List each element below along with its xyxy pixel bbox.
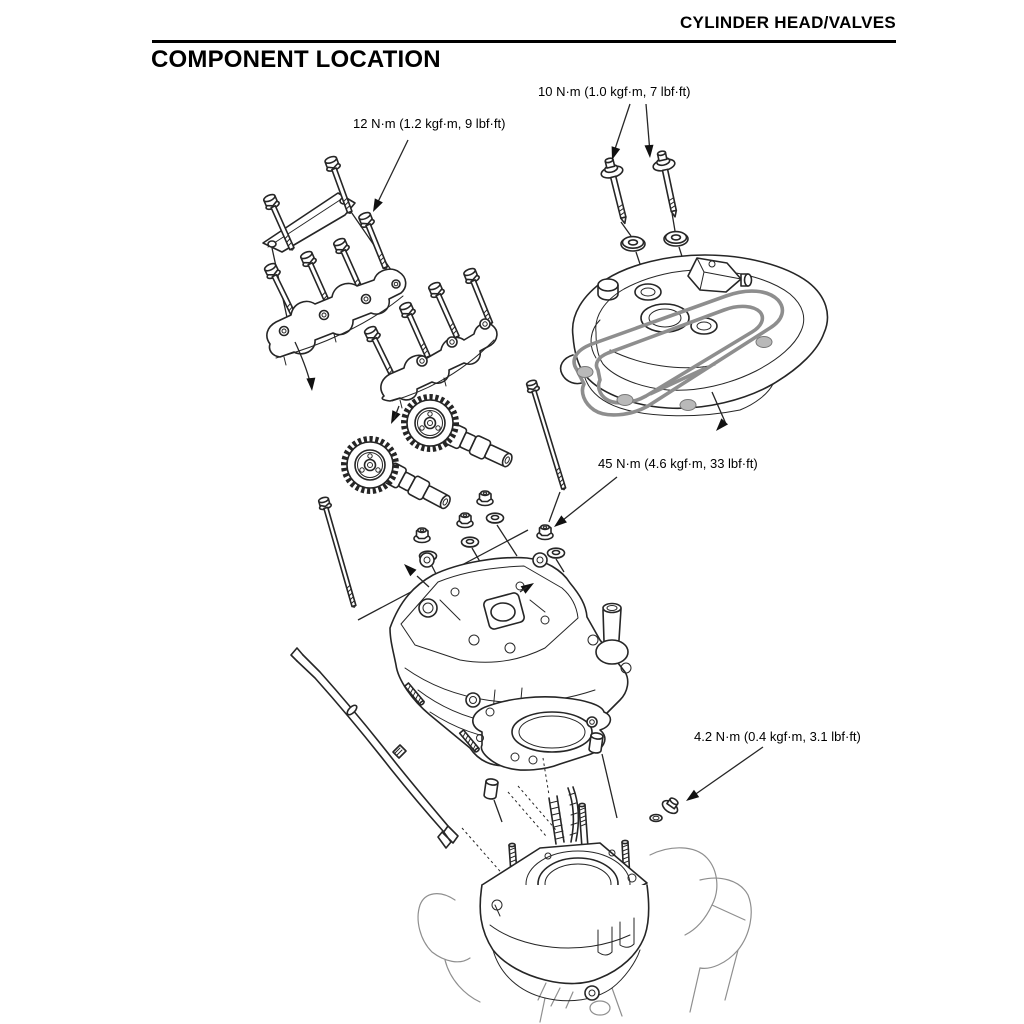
head-nuts-washers bbox=[413, 490, 566, 599]
cylinder-head-cover-assembly bbox=[559, 148, 829, 435]
cylinder-block bbox=[417, 757, 752, 1023]
torque-callout-head-nuts: 45 N·m (4.6 kgf·m, 33 lbf·ft) bbox=[598, 456, 758, 471]
leader-arrows bbox=[368, 103, 764, 805]
camshafts bbox=[344, 397, 517, 515]
camshaft-holder-a bbox=[266, 268, 407, 366]
torque-callout-holder-bolts: 12 N·m (1.2 kgf·m, 9 lbf·ft) bbox=[353, 116, 506, 131]
header-rule bbox=[152, 40, 896, 43]
water-pipe bbox=[587, 602, 632, 674]
cam-chain bbox=[507, 757, 580, 845]
camshaft-holder-b bbox=[380, 318, 498, 409]
sealing-bolt-washer bbox=[649, 797, 679, 823]
head-cover-gasket bbox=[572, 289, 785, 417]
torque-callout-head-cover-bolts: 10 N·m (1.0 kgf·m, 7 lbf·ft) bbox=[538, 84, 691, 99]
head-gasket bbox=[472, 696, 618, 823]
page-header: CYLINDER HEAD/VALVES bbox=[679, 13, 896, 32]
breather-fitting bbox=[687, 257, 753, 293]
camshaft-holder-assembly bbox=[261, 154, 499, 409]
cam-chain-guide-blade bbox=[290, 647, 507, 879]
section-title: COMPONENT LOCATION bbox=[151, 46, 441, 73]
torque-callout-sealing-bolt: 4.2 N·m (0.4 kgf·m, 3.1 lbf·ft) bbox=[694, 729, 861, 744]
crankcase bbox=[417, 847, 752, 1023]
